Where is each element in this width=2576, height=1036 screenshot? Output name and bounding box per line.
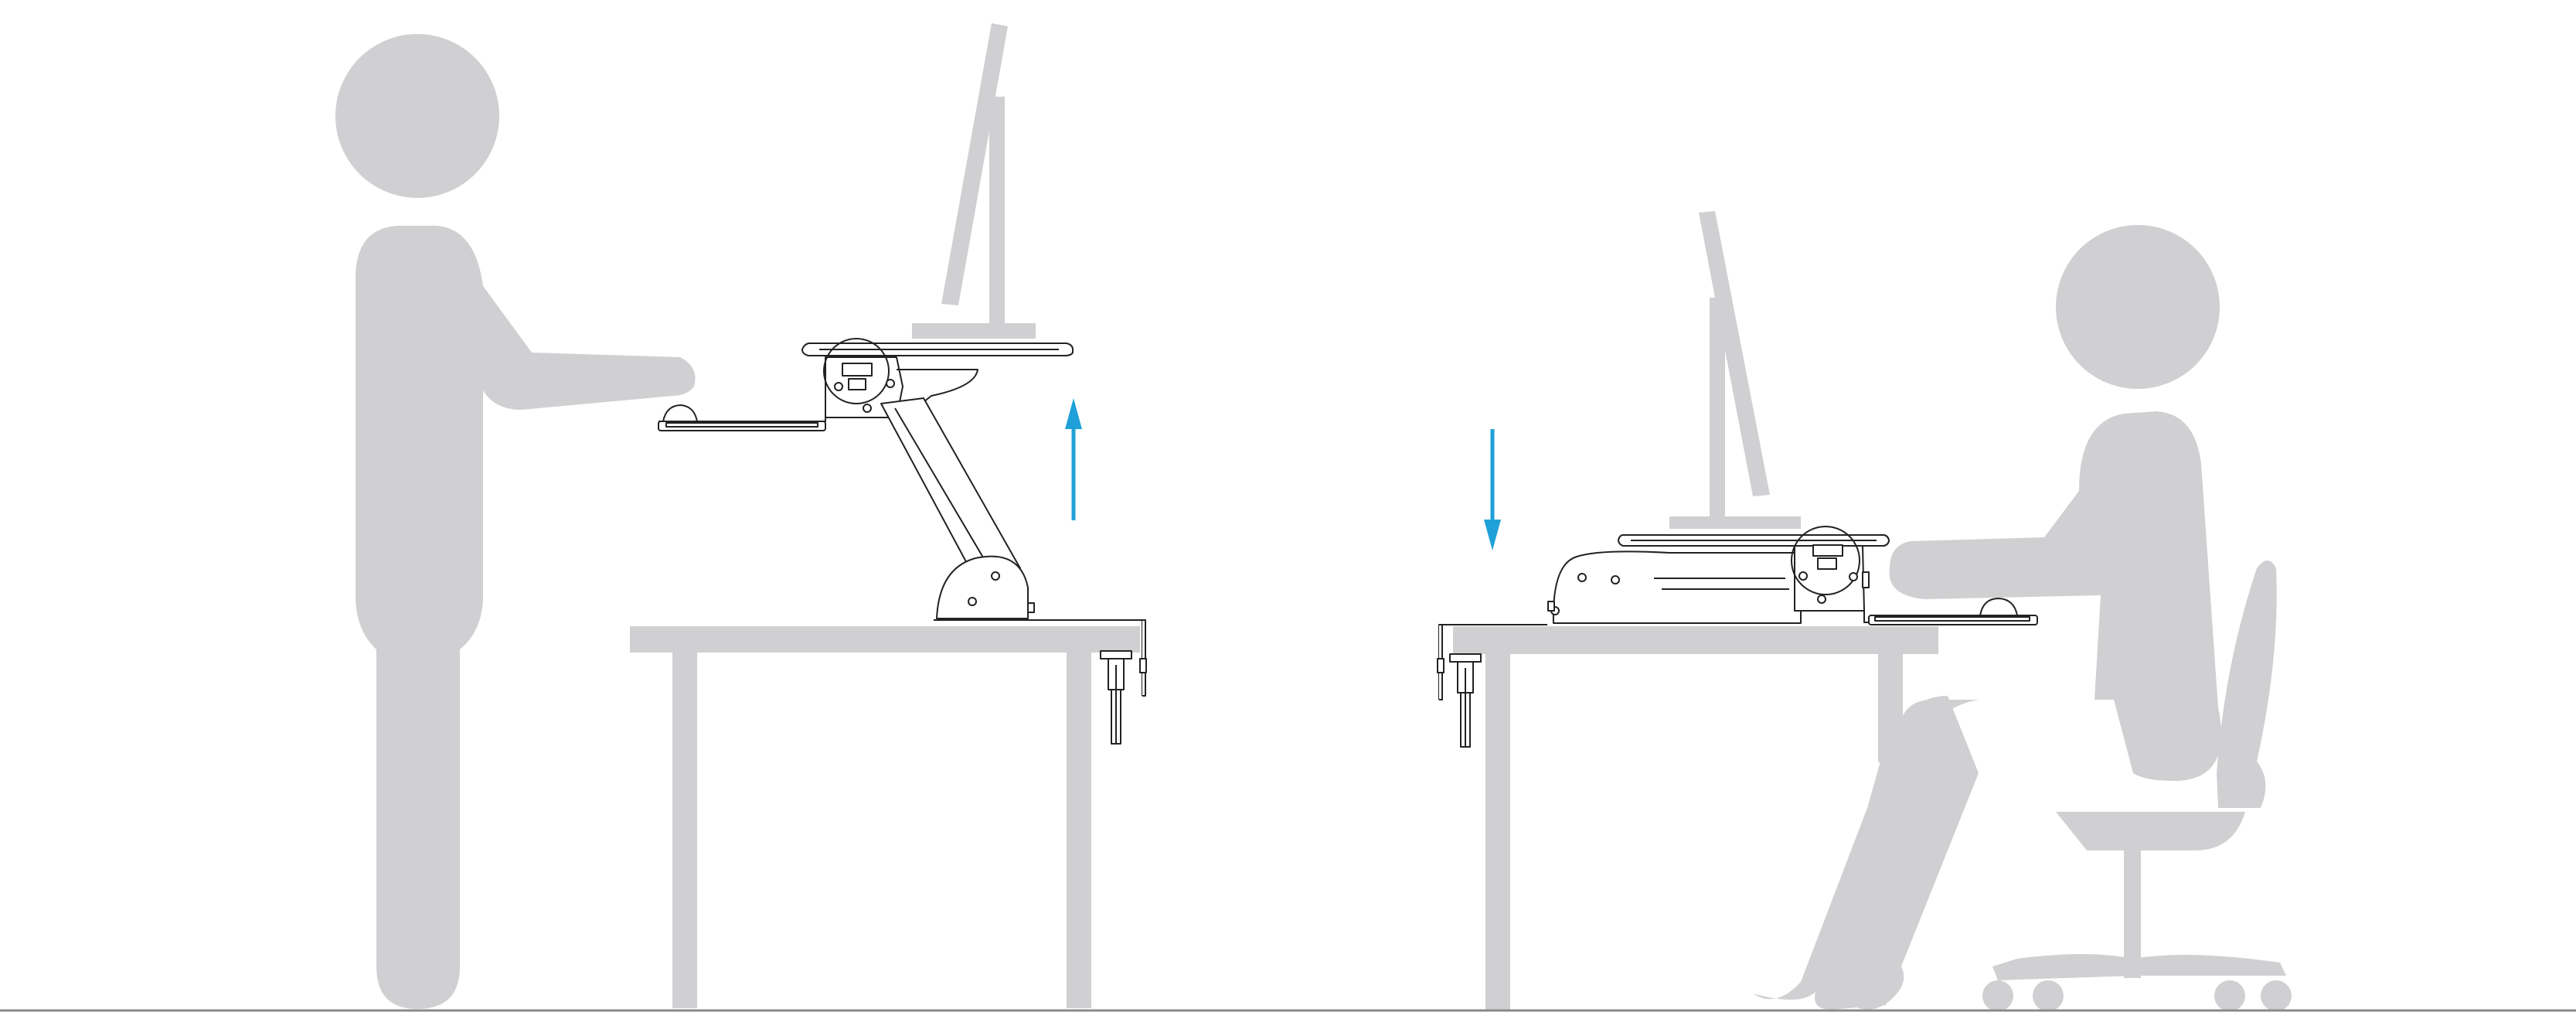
- sit-stand-converter-icon: [658, 338, 1143, 696]
- desk-clamp-icon: [1437, 624, 1482, 748]
- monitor-icon: [1669, 211, 1801, 529]
- sit-stand-converter-icon: [1438, 526, 2038, 700]
- sitting-person-icon: [1753, 225, 2222, 1010]
- desk-icon: [1453, 626, 1938, 1010]
- monitor-icon: [912, 23, 1036, 339]
- standing-scene: [335, 23, 1147, 1009]
- standing-person-icon: [335, 34, 696, 1009]
- arrow-down-icon: [1484, 429, 1501, 550]
- arrow-up-icon: [1065, 398, 1082, 520]
- sitting-scene: [1437, 211, 2292, 1011]
- desk-clamp-icon: [1100, 619, 1147, 745]
- desk-icon: [630, 626, 1140, 1008]
- office-chair-icon: [1982, 561, 2292, 1011]
